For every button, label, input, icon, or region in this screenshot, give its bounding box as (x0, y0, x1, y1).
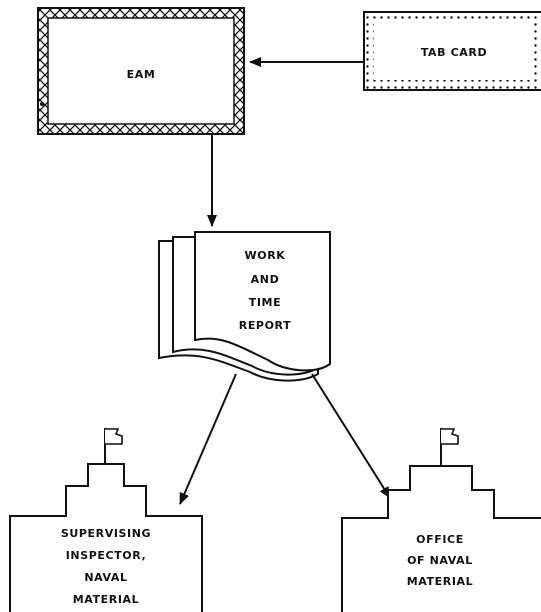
office-line-2: OF NAVAL (407, 554, 473, 567)
report-line-4: REPORT (239, 319, 291, 332)
office-node: OFFICE OF NAVAL MATERIAL (341, 428, 541, 612)
supervising-line-3: NAVAL (84, 571, 127, 584)
edge-report-to-office (311, 373, 391, 499)
eam-label: EAM (127, 68, 156, 81)
eam-node: EAM (37, 7, 245, 135)
report-sheet (194, 231, 331, 372)
supervising-node: SUPERVISING INSPECTOR, NAVAL MATERIAL (9, 428, 203, 612)
supervising-line-4: MATERIAL (73, 593, 140, 606)
report-line-3: TIME (249, 296, 281, 309)
report-line-1: WORK (245, 249, 286, 262)
flag-icon (440, 428, 459, 466)
report-line-2: AND (251, 273, 280, 286)
office-line-1: OFFICE (416, 533, 464, 546)
tab-card-node: TAB CARD (363, 11, 541, 91)
tab-card-label: TAB CARD (421, 46, 487, 59)
office-line-3: MATERIAL (407, 575, 474, 588)
edge-report-to-supervising (179, 373, 237, 505)
report-node: WORK AND TIME REPORT (158, 231, 331, 382)
flag-icon (104, 428, 123, 464)
supervising-building (9, 463, 203, 612)
office-building (341, 465, 541, 612)
supervising-line-1: SUPERVISING (61, 527, 151, 540)
supervising-line-2: INSPECTOR, (66, 549, 147, 562)
